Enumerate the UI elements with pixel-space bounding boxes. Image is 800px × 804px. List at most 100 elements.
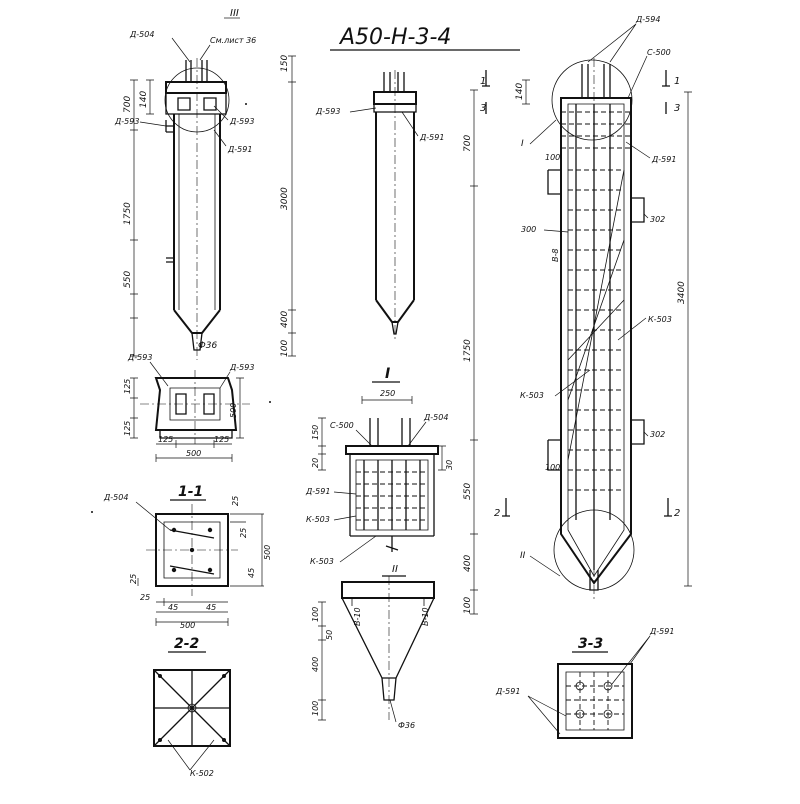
svg-text:550: 550 <box>123 271 133 288</box>
svg-text:25: 25 <box>140 593 150 602</box>
svg-text:I: I <box>521 139 524 149</box>
svg-text:400: 400 <box>311 657 320 672</box>
svg-text:550: 550 <box>463 483 473 500</box>
svg-text:400: 400 <box>463 555 473 572</box>
svg-text:500: 500 <box>180 621 195 630</box>
svg-text:К-502: К-502 <box>190 769 214 778</box>
svg-text:1: 1 <box>480 76 486 87</box>
detail-i-label: I <box>385 366 390 382</box>
svg-text:100: 100 <box>280 340 290 357</box>
svg-text:400: 400 <box>280 311 290 328</box>
svg-text:Д-591: Д-591 <box>495 687 520 696</box>
svg-text:45: 45 <box>206 603 216 612</box>
svg-text:100: 100 <box>545 153 560 162</box>
svg-text:300: 300 <box>521 225 536 234</box>
svg-text:3400: 3400 <box>677 281 687 304</box>
svg-text:302: 302 <box>650 215 665 224</box>
svg-text:Д-593: Д-593 <box>315 107 340 116</box>
svg-text:30: 30 <box>445 460 454 470</box>
svg-text:Д-504: Д-504 <box>103 493 128 502</box>
svg-text:Д-504: Д-504 <box>129 30 154 39</box>
svg-text:В-10: В-10 <box>353 607 362 626</box>
svg-text:50: 50 <box>325 630 334 640</box>
svg-text:II: II <box>520 551 526 561</box>
svg-text:Д-593: Д-593 <box>229 117 254 126</box>
svg-text:К-503: К-503 <box>310 557 334 566</box>
svg-text:Д-591: Д-591 <box>651 155 676 164</box>
cage-stirrups <box>568 169 624 491</box>
section-3-3: 3-3 Д-591 Д-591 <box>495 627 674 739</box>
svg-text:45: 45 <box>168 603 178 612</box>
svg-text:См.лист 36: См.лист 36 <box>210 36 256 45</box>
svg-text:125: 125 <box>123 379 132 394</box>
svg-text:125: 125 <box>158 435 173 444</box>
svg-text:1750: 1750 <box>463 339 473 362</box>
svg-text:Д-591: Д-591 <box>419 133 444 142</box>
svg-text:250: 250 <box>380 389 395 398</box>
detail-node-ii: II В-10 В-10 100 50 400 100 Ф36 <box>311 564 435 730</box>
svg-text:25: 25 <box>239 528 248 538</box>
svg-text:К-503: К-503 <box>648 315 672 324</box>
svg-text:500: 500 <box>186 449 201 458</box>
drawing-title: А50-Н-3-4 <box>338 25 451 50</box>
svg-text:100: 100 <box>545 463 560 472</box>
svg-text:Д-591: Д-591 <box>227 145 252 154</box>
svg-text:700: 700 <box>123 96 133 113</box>
svg-text:Д-593: Д-593 <box>229 363 254 372</box>
pile-elevation-b: Д-593 Д-591 <box>315 70 444 340</box>
svg-text:В-8: В-8 <box>551 249 560 262</box>
section-1-1-label: 1-1 <box>178 484 203 500</box>
svg-text:25: 25 <box>231 496 240 506</box>
svg-text:К-503: К-503 <box>306 515 330 524</box>
svg-text:500: 500 <box>229 403 238 418</box>
svg-text:Д-593: Д-593 <box>127 353 152 362</box>
section-3-3-label: 3-3 <box>578 636 603 652</box>
svg-text:302: 302 <box>650 430 665 439</box>
svg-text:Д-591: Д-591 <box>649 627 674 636</box>
pile-cage-elevation: Д-594 С-500 I Д-591 302 300 В-8 К-503 К-… <box>463 15 692 615</box>
svg-text:140: 140 <box>139 91 149 108</box>
section-1-1: 1-1 Д-504 25 25 45 500 25 25 45 45 500 <box>103 484 272 630</box>
svg-text:С-500: С-500 <box>647 48 671 57</box>
svg-text:2: 2 <box>494 508 500 519</box>
section-2-2: 2-2 К-502 <box>153 636 231 778</box>
svg-text:Ф36: Ф36 <box>198 341 217 351</box>
svg-text:3: 3 <box>480 103 486 114</box>
title-block: А50-Н-3-4 <box>330 25 520 51</box>
svg-text:В-10: В-10 <box>421 607 430 626</box>
svg-text:125: 125 <box>123 421 132 436</box>
svg-text:2: 2 <box>674 508 680 519</box>
svg-text:Д-504: Д-504 <box>423 413 448 422</box>
svg-text:500: 500 <box>263 545 272 560</box>
pile-head-plan: Д-593 Д-593 125 125 500 125 125 500 <box>123 353 254 462</box>
svg-text:150: 150 <box>311 425 320 440</box>
svg-text:20: 20 <box>311 458 320 468</box>
svg-text:100: 100 <box>463 597 473 614</box>
svg-text:1: 1 <box>674 76 680 87</box>
svg-text:Д-594: Д-594 <box>635 15 660 24</box>
svg-text:100: 100 <box>311 701 320 716</box>
svg-text:3000: 3000 <box>280 187 290 210</box>
svg-text:С-500: С-500 <box>330 421 354 430</box>
pile-elevation-a: Д-504 III См.лист 36 Д-593 Д-593 Д-591 7… <box>114 8 296 360</box>
svg-text:125: 125 <box>214 435 229 444</box>
svg-text:III: III <box>230 8 239 19</box>
svg-text:25: 25 <box>129 574 138 584</box>
svg-text:Д-591: Д-591 <box>305 487 330 496</box>
svg-text:700: 700 <box>463 135 473 152</box>
svg-text:Ф36: Ф36 <box>398 721 415 730</box>
detail-node-i: I 250 С-500 Д-504 150 20 30 Д-591 К-503 … <box>305 366 454 566</box>
section-2-2-label: 2-2 <box>174 636 199 652</box>
svg-text:45: 45 <box>247 568 256 578</box>
svg-text:100: 100 <box>311 607 320 622</box>
scan-specks <box>91 103 271 513</box>
svg-text:150: 150 <box>280 55 290 72</box>
svg-text:Д-593: Д-593 <box>114 117 139 126</box>
detail-ii-label: II <box>392 564 398 575</box>
svg-text:К-503: К-503 <box>520 391 544 400</box>
svg-text:140: 140 <box>515 83 525 100</box>
svg-text:1750: 1750 <box>123 202 133 225</box>
svg-text:3: 3 <box>674 103 680 114</box>
